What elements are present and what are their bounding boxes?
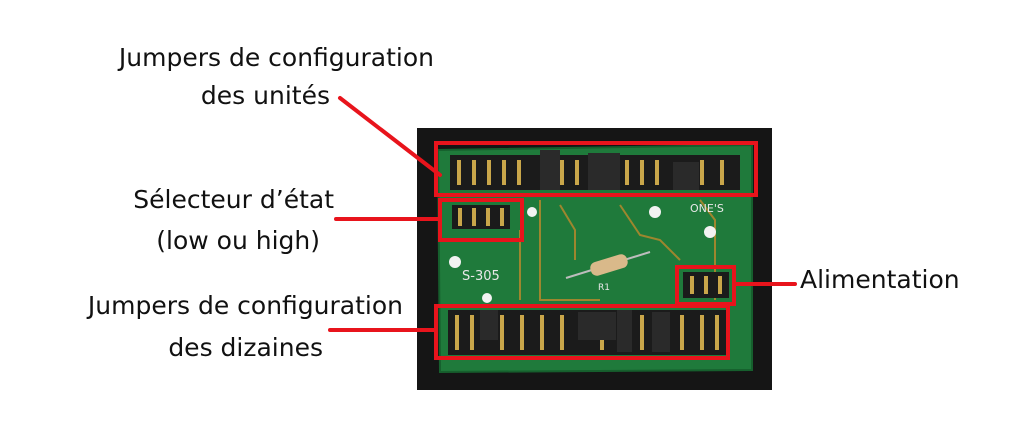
leader-units (338, 96, 442, 177)
silkscreen-ones: ONE'S (690, 202, 724, 215)
label-tens-line1: Jumpers de configuration (87, 291, 403, 320)
power-header (683, 272, 729, 298)
box-units (434, 141, 758, 197)
label-selector-line2: (low ou high) (156, 226, 320, 255)
bottom-header-pins (448, 310, 728, 355)
top-header-pins (450, 150, 740, 190)
label-units-line1: Jumpers de configuration (118, 43, 434, 72)
silkscreen-r1: R1 (598, 283, 610, 293)
silkscreen-part: S-305 (462, 269, 500, 284)
pcb-traces (519, 199, 716, 301)
resistor-r1 (565, 251, 651, 279)
label-power: Alimentation (800, 265, 960, 294)
selector-header (452, 205, 510, 229)
label-units-line2: des unités (200, 81, 330, 110)
leader-lines (328, 96, 797, 332)
mounting-holes (449, 206, 716, 303)
label-selector-line1: Sélecteur d’état (133, 185, 334, 214)
label-tens-line2: des dizaines (168, 333, 323, 362)
